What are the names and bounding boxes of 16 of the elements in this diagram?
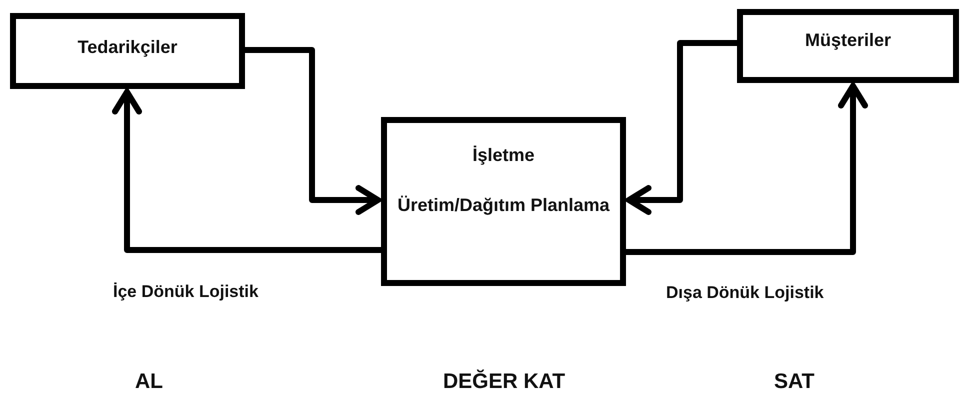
arrow — [112, 89, 381, 253]
box-text: Üretim/Dağıtım Planlama — [397, 194, 610, 217]
process-box — [737, 9, 959, 83]
process-box — [381, 117, 626, 286]
arrow — [626, 40, 737, 215]
stage-label: SAT — [774, 370, 814, 394]
box-title: Tedarikçiler — [78, 36, 178, 59]
stage-label: AL — [135, 370, 163, 394]
stage-label: DEĞER KAT — [443, 370, 566, 394]
flow-label: Dışa Dönük Lojistik — [666, 283, 824, 303]
arrow — [245, 47, 381, 215]
box-title: Müşteriler — [804, 29, 892, 52]
box-title: İşletme — [472, 144, 535, 167]
arrow — [626, 83, 868, 255]
flow-label: İçe Dönük Lojistik — [113, 282, 258, 302]
process-box — [10, 13, 245, 89]
